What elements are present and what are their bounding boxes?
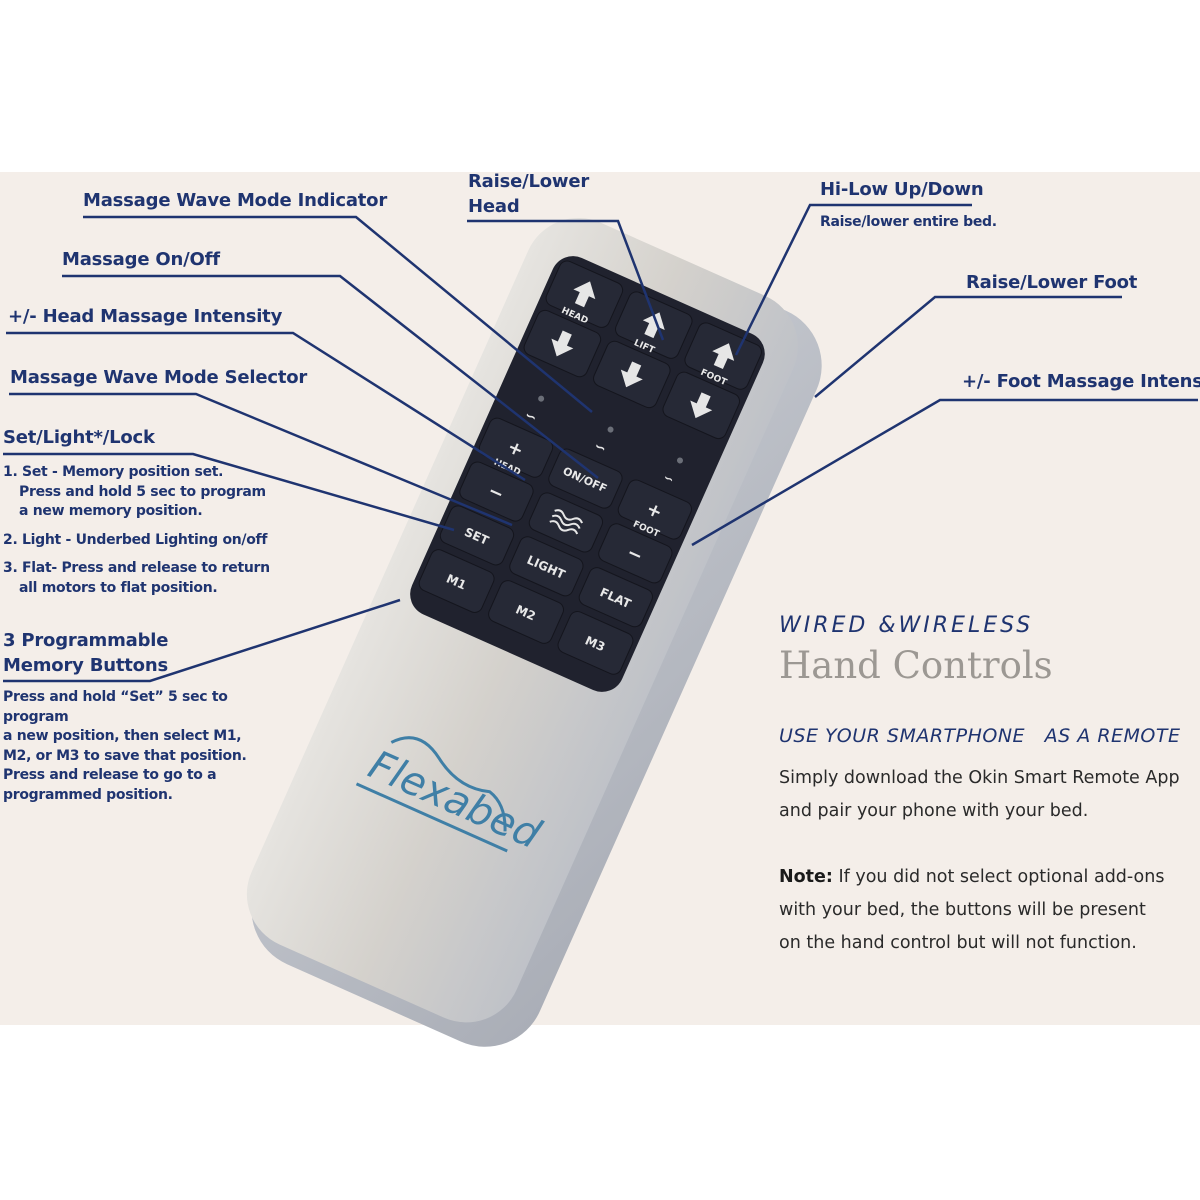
callout-line-raise-head xyxy=(467,219,665,341)
flat-item: 3. Flat- Press and release to return all… xyxy=(3,560,270,596)
label-wave-mode-selector: Massage Wave Mode Selector xyxy=(10,367,308,388)
indicator-led xyxy=(607,426,614,433)
label-wave-mode-indicator: Massage Wave Mode Indicator xyxy=(83,190,388,211)
light-button[interactable]: LIGHT xyxy=(507,534,585,598)
label-foot-massage-intensity: +/- Foot Massage Intensity xyxy=(962,371,1200,392)
label-head-massage-intensity: +/- Head Massage Intensity xyxy=(8,306,283,327)
arrow-down-icon xyxy=(690,392,713,419)
logo-underline xyxy=(355,782,508,853)
label-hilow: Hi-Low Up/Down xyxy=(820,179,984,200)
label-raise-lower-foot: Raise/Lower Foot xyxy=(966,272,1138,293)
memory-m2-button[interactable]: M2 xyxy=(486,578,566,646)
arrow-up-icon xyxy=(712,343,735,370)
lift-up-button[interactable] xyxy=(613,289,695,361)
arrow-up-icon xyxy=(642,312,665,339)
head-massage-plus-button[interactable]: + xyxy=(477,416,555,480)
light-item: 2. Light - Underbed Lighting on/off xyxy=(3,531,268,548)
waves-icon xyxy=(549,509,583,535)
arrow-up-icon xyxy=(573,281,596,308)
label-massage-onoff: Massage On/Off xyxy=(62,249,220,270)
arrow-down-icon xyxy=(551,330,574,357)
info-title: Hand Controls xyxy=(779,644,1053,687)
memory-m3-button[interactable]: M3 xyxy=(555,609,635,677)
flat-button[interactable]: FLAT xyxy=(577,565,655,629)
wave-mode-selector-button[interactable] xyxy=(527,490,605,554)
callout-line-foot-intensity xyxy=(691,398,1198,547)
note-label: Note: xyxy=(779,867,833,887)
indicator-led xyxy=(676,457,683,464)
callout-line-massage-onoff xyxy=(62,274,599,479)
set-button[interactable]: SET xyxy=(438,503,516,567)
callout-line-raise-foot xyxy=(814,295,1122,398)
memory-m1-button[interactable]: M1 xyxy=(417,547,497,615)
label-programmable-memory: 3 Programmable Memory Buttons xyxy=(3,630,169,676)
indicator-led xyxy=(538,395,545,402)
logo-swoosh-icon xyxy=(390,736,507,832)
arrow-down-icon xyxy=(620,361,643,388)
label-raise-lower-head: Raise/Lower Head xyxy=(468,171,590,217)
set-item: 1. Set - Memory position set. Press and … xyxy=(3,464,266,519)
callout-line-head-intensity xyxy=(6,331,526,482)
callout-line-set-light xyxy=(3,452,455,532)
callout-line-hilow xyxy=(734,203,972,356)
foot-massage-plus-button[interactable]: + xyxy=(616,477,694,541)
callout-line-wave-indicator xyxy=(83,215,593,413)
info-subheading: USE YOUR SMARTPHONE AS A REMOTE xyxy=(779,725,1181,747)
memory-details: Press and hold “Set” 5 sec to program a … xyxy=(3,689,247,803)
info-paragraph: Simply download the Okin Smart Remote Ap… xyxy=(779,768,1180,953)
info-kicker: WIRED &WIRELESS xyxy=(779,613,1034,638)
massage-onoff-button[interactable]: ON/OFF xyxy=(546,446,624,510)
callout-line-wave-selector xyxy=(9,392,513,527)
callout-line-memory xyxy=(3,598,401,683)
label-hilow-subtitle: Raise/lower entire bed. xyxy=(820,214,997,230)
label-set-light-lock: Set/Light*/Lock xyxy=(3,427,155,448)
set-light-lock-details: 1. Set - Memory position set. Press and … xyxy=(3,463,273,607)
head-up-button[interactable] xyxy=(544,258,626,330)
